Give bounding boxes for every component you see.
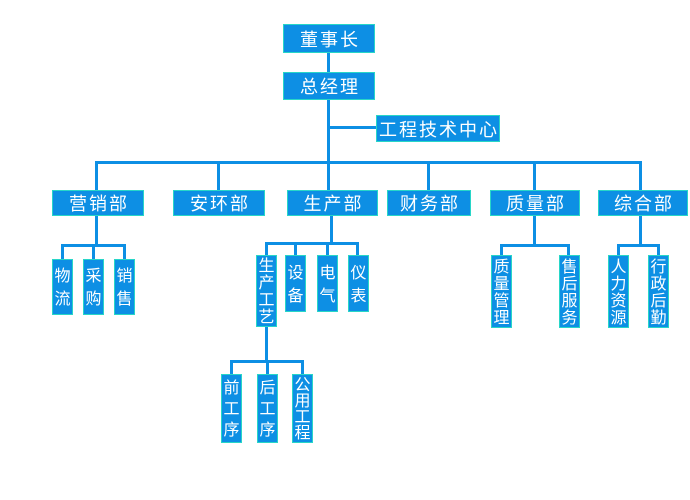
node-production-process-label: 生产工艺 xyxy=(258,256,275,326)
node-instrumentation-label: 仪表 xyxy=(350,262,367,305)
node-general-affairs-dept: 综合部 xyxy=(598,190,688,216)
connector-engineering-branch xyxy=(327,126,376,129)
node-back-process: 后工序 xyxy=(257,374,278,443)
connector-drop-admin-logistics xyxy=(657,247,660,255)
connector-drop-general xyxy=(639,164,642,190)
node-instrumentation: 仪表 xyxy=(348,255,369,312)
connector-general-stem xyxy=(639,216,642,244)
node-after-sales-service-label: 售后服务 xyxy=(561,256,578,327)
connector-drop-utility xyxy=(301,363,304,374)
connector-general-rail xyxy=(617,244,660,247)
node-equipment: 设备 xyxy=(285,255,306,312)
connector-quality-rail xyxy=(500,244,570,247)
connector-drop-quality xyxy=(533,164,536,190)
node-human-resources: 人力资源 xyxy=(608,255,629,328)
node-quality-dept: 质量部 xyxy=(490,190,580,216)
node-admin-logistics: 行政后勤 xyxy=(648,255,669,328)
connector-drop-instrumentation xyxy=(356,245,359,255)
connector-chairman-gm xyxy=(327,52,330,72)
node-production-dept: 生产部 xyxy=(287,190,378,216)
connector-drop-production-process xyxy=(265,245,268,255)
node-sales-label: 销售 xyxy=(116,266,133,308)
node-chairman: 董事长 xyxy=(283,24,375,53)
node-finance-dept: 财务部 xyxy=(387,190,471,216)
node-logistics-label: 物流 xyxy=(54,266,71,308)
node-sales: 销售 xyxy=(114,259,135,315)
connector-gm-trunk xyxy=(327,100,330,161)
connector-drop-human-resources xyxy=(617,247,620,255)
connector-marketing-rail xyxy=(61,244,126,247)
node-safety-env-dept: 安环部 xyxy=(173,190,265,216)
connector-drop-sales xyxy=(123,247,126,259)
connector-process-rail xyxy=(230,360,304,363)
node-admin-logistics-label: 行政后勤 xyxy=(650,256,667,327)
connector-drop-logistics xyxy=(61,247,64,259)
connector-process-stem xyxy=(265,327,268,360)
node-back-process-label: 后工序 xyxy=(259,378,276,439)
connector-quality-stem xyxy=(533,216,536,244)
connector-production-stem xyxy=(330,216,333,242)
connector-drop-safety xyxy=(217,164,220,190)
node-electrical: 电气 xyxy=(317,255,338,312)
node-engineering-center: 工程技术中心 xyxy=(376,115,500,142)
connector-drop-front-process xyxy=(230,363,233,374)
connector-drop-marketing xyxy=(95,164,98,190)
node-purchasing: 采购 xyxy=(83,259,104,315)
node-general-manager: 总经理 xyxy=(283,72,375,100)
node-marketing-dept: 营销部 xyxy=(52,190,144,216)
connector-drop-purchasing xyxy=(92,247,95,259)
node-purchasing-label: 采购 xyxy=(85,266,102,308)
node-front-process-label: 前工序 xyxy=(223,378,240,439)
node-after-sales-service: 售后服务 xyxy=(559,255,580,328)
node-utility-engineering: 公用工程 xyxy=(292,374,313,443)
connector-drop-equipment xyxy=(294,245,297,255)
node-logistics: 物流 xyxy=(52,259,73,315)
connector-drop-production xyxy=(327,164,330,190)
node-equipment-label: 设备 xyxy=(287,262,304,305)
connector-drop-back-process xyxy=(266,363,269,374)
node-human-resources-label: 人力资源 xyxy=(610,256,627,327)
connector-marketing-stem xyxy=(95,216,98,244)
node-utility-engineering-label: 公用工程 xyxy=(294,374,311,442)
connector-drop-after-sales xyxy=(567,247,570,255)
connector-production-rail xyxy=(265,242,359,245)
node-production-process: 生产工艺 xyxy=(256,255,277,327)
connector-drop-finance xyxy=(427,164,430,190)
node-electrical-label: 电气 xyxy=(319,262,336,305)
node-front-process: 前工序 xyxy=(221,374,242,443)
node-quality-management-label: 质量管理 xyxy=(493,256,510,327)
connector-drop-electrical xyxy=(326,245,329,255)
node-quality-management: 质量管理 xyxy=(491,255,512,328)
connector-drop-quality-management xyxy=(500,247,503,255)
connector-main-rail xyxy=(95,161,642,164)
